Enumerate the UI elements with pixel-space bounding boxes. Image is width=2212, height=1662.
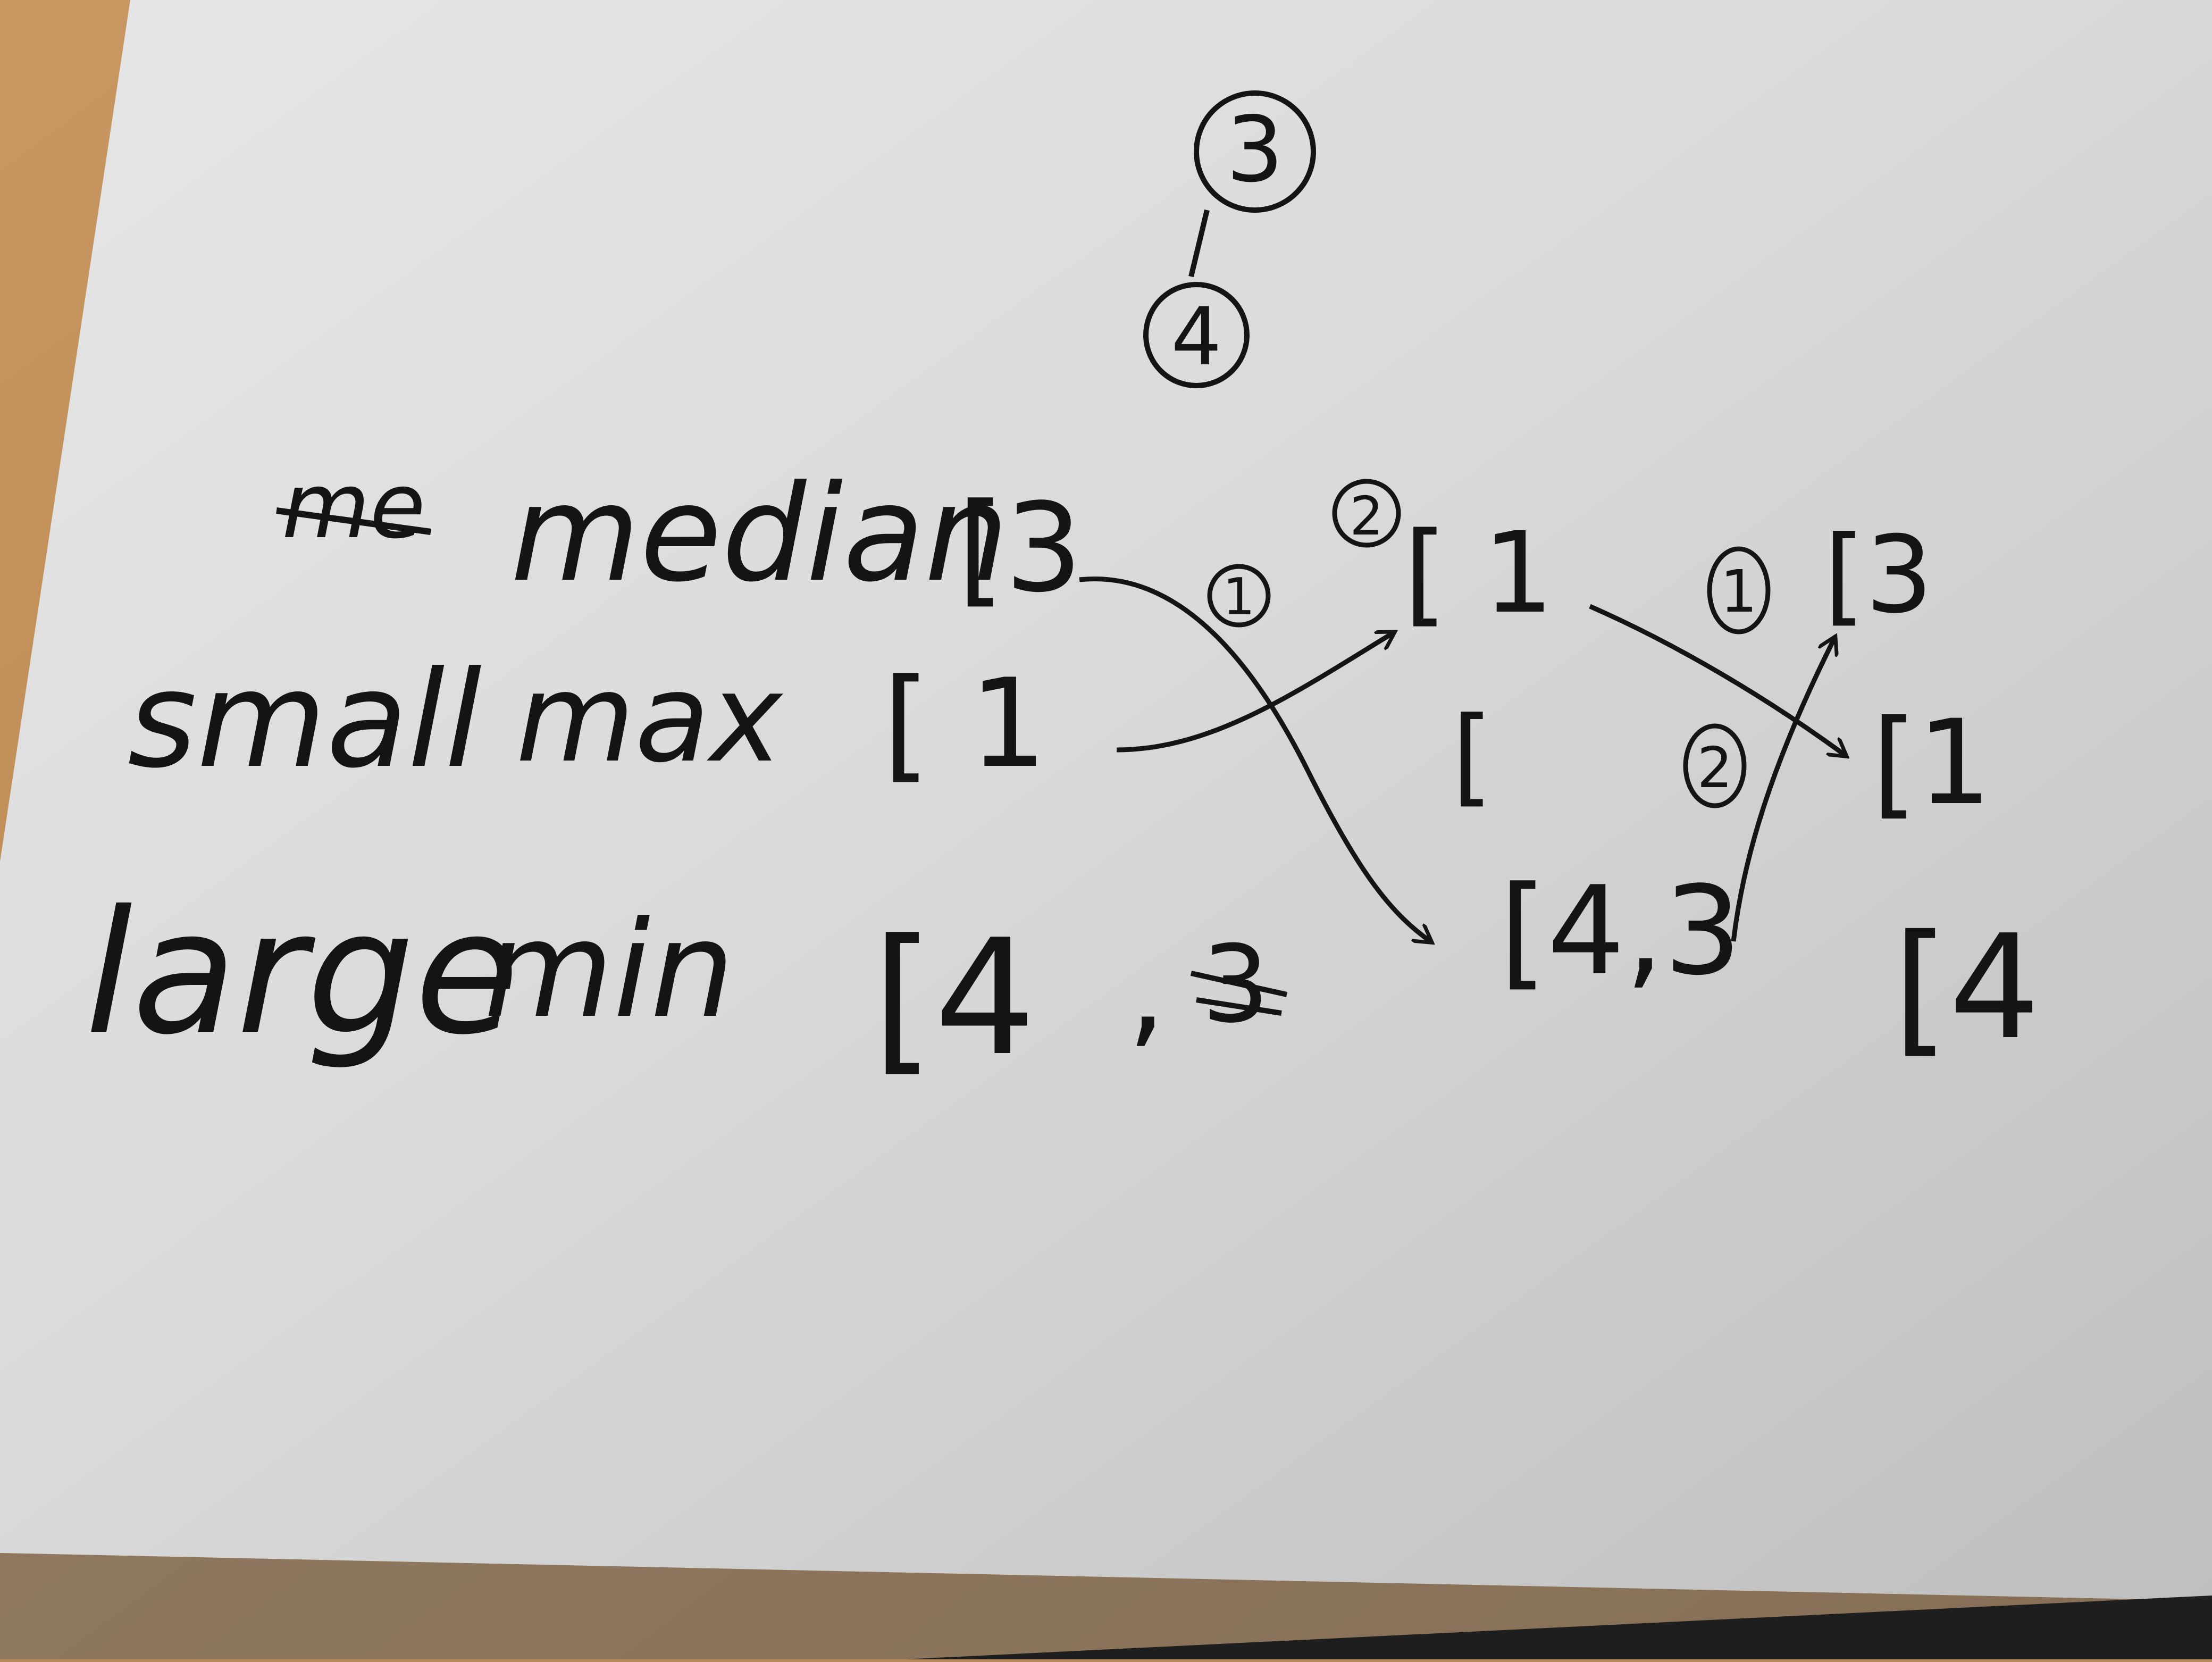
label-median: median bbox=[510, 456, 1009, 611]
initial-median: [3 bbox=[957, 478, 1083, 620]
step2-large-min: [4 bbox=[1893, 904, 2040, 1071]
marker-step2-a: 1 bbox=[1720, 557, 1757, 625]
marker-connector bbox=[1188, 209, 1210, 278]
circle-step2-1-icon bbox=[1707, 546, 1771, 634]
marker-top-b: 4 bbox=[1171, 291, 1221, 383]
step1-large-min: [4,3 bbox=[1499, 861, 1742, 1003]
initial-comma: , bbox=[1127, 919, 1166, 1061]
circle-step1-2-icon bbox=[1332, 479, 1401, 548]
column-step1: 2 1 [ 1 [ [4,3 bbox=[1207, 479, 1742, 1003]
label-min: min bbox=[484, 892, 734, 1047]
arrow-median-to-large bbox=[1079, 577, 1430, 941]
strike-line bbox=[276, 507, 431, 535]
initial-small-max: [ 1 bbox=[883, 653, 1047, 795]
arrow-large-to-median bbox=[1731, 638, 1834, 942]
column-initial: [3 [ 1 [4 , 3 bbox=[872, 478, 1288, 1091]
top-circled-markers: 3 4 bbox=[1143, 90, 1316, 388]
circle-step1-1-icon bbox=[1207, 564, 1271, 628]
column-step2: 1 2 [3 [1 [4 bbox=[1683, 513, 2040, 1071]
paper-sheet bbox=[0, 0, 2212, 1601]
step1-median: [ 1 bbox=[1404, 508, 1554, 638]
arrow-max-to-median bbox=[1116, 633, 1393, 753]
label-max: max bbox=[516, 648, 784, 790]
marker-step2-b: 2 bbox=[1697, 736, 1733, 800]
step2-small-max: [1 bbox=[1872, 695, 1992, 831]
circle-step2-2-icon bbox=[1683, 723, 1747, 808]
strike-scribble bbox=[1190, 971, 1288, 1016]
circle-4-icon bbox=[1143, 282, 1250, 388]
arrows bbox=[1079, 577, 1845, 942]
label-small: small bbox=[128, 642, 482, 797]
struck-prefix: me bbox=[282, 454, 425, 559]
label-large: large bbox=[85, 874, 520, 1072]
arrow-median-to-max bbox=[1589, 604, 1845, 755]
circle-3-icon bbox=[1194, 90, 1316, 213]
marker-step1-b: 2 bbox=[1350, 485, 1384, 547]
marker-step1-a: 1 bbox=[1223, 568, 1255, 627]
step1-small-max: [ bbox=[1452, 694, 1493, 818]
marker-top-a: 3 bbox=[1226, 97, 1284, 203]
initial-large-min: [4 bbox=[872, 905, 1036, 1091]
row-labels: me median small max large min bbox=[85, 454, 1009, 1072]
dark-edge bbox=[904, 1596, 2212, 1659]
step2-median: [3 bbox=[1824, 513, 1933, 637]
